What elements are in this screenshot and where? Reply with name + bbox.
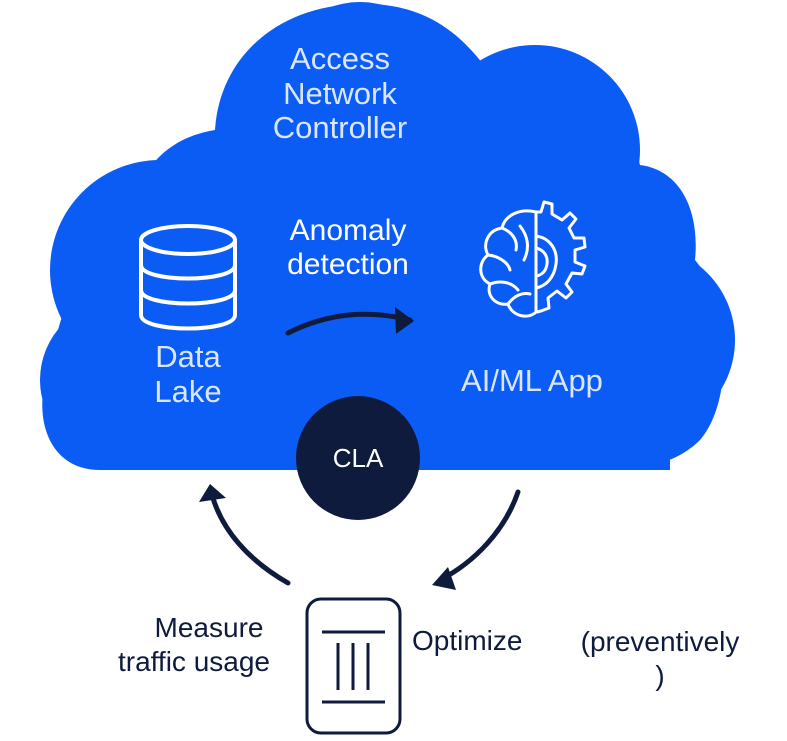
cloud-title-line: Access: [290, 41, 390, 76]
measure-label-line: traffic usage: [117, 645, 271, 677]
optimize-arrow: [432, 489, 521, 590]
anomaly-label-line: detection: [287, 247, 409, 281]
optimize-label: Optimize: [412, 625, 523, 656]
optimize-qualifier-line: ): [655, 659, 665, 691]
optimize-qualifier-line: (preventively: [580, 626, 740, 657]
measure-arrow: [199, 484, 291, 586]
data-lake-label: Data Lake: [128, 339, 248, 409]
optimize-qualifier: (preventively ): [560, 625, 760, 692]
anomaly-label: Anomaly detection: [268, 214, 428, 281]
cla-circle: [296, 396, 420, 520]
data-lake-label-line: Lake: [154, 373, 222, 409]
data-lake-label-line: Data: [155, 339, 221, 374]
database-icon: [139, 224, 237, 331]
cla-label: CLA: [332, 443, 384, 473]
cloud-title-line: Controller: [272, 110, 408, 146]
anomaly-label-line: Anomaly: [289, 214, 407, 247]
cloud-title-line: Network: [283, 75, 397, 111]
brain-gear-icon: [479, 200, 587, 318]
measure-label-line: Measure: [154, 612, 264, 643]
device-icon: [305, 597, 402, 735]
cloud-title: Access Network Controller: [255, 41, 425, 146]
measure-label: Measure traffic usage: [96, 611, 292, 678]
aiml-label: AI/ML App: [461, 363, 603, 398]
anomaly-arrow: [285, 307, 414, 336]
